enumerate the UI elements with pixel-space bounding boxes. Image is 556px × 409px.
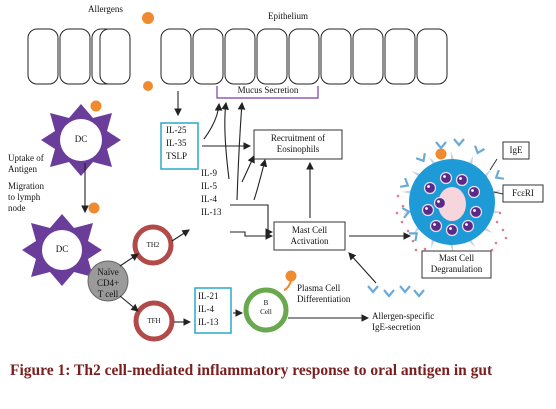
released-granules xyxy=(395,194,508,252)
epithelial-cell xyxy=(416,28,448,85)
cytokine-mid-3: IL-13 xyxy=(201,207,222,217)
mucus-bracket xyxy=(216,86,319,99)
b-cell-label: B Cell xyxy=(260,299,272,316)
epithelial-cell xyxy=(384,28,416,85)
ige-receptors xyxy=(399,138,505,242)
ige-label: IgE xyxy=(509,145,523,155)
recruitment-box xyxy=(253,129,343,160)
epithelial-cell xyxy=(224,28,256,85)
cytokine-mid-2: IL-4 xyxy=(201,194,217,204)
dc-top-label: DC xyxy=(74,134,88,144)
degranulation-box xyxy=(421,250,492,279)
th2-cell xyxy=(132,224,174,266)
cytokine-low-2: IL-13 xyxy=(198,317,219,327)
ige-label-box xyxy=(502,141,530,160)
epithelial-cell xyxy=(352,28,384,85)
epithelial-cell xyxy=(59,28,91,85)
cytokine-mid-0: IL-9 xyxy=(201,168,217,178)
flow-arrows xyxy=(81,91,412,326)
recruitment-label: Recruitment of Eosinophils xyxy=(270,133,326,154)
dc-top-nucleus xyxy=(60,119,102,161)
naive-label: Naïve CD4+ T cell xyxy=(96,267,120,299)
b-cell xyxy=(243,287,289,333)
free-ige-molecules xyxy=(367,285,425,298)
allergen-dot xyxy=(435,148,447,160)
allergen-dot xyxy=(142,12,154,24)
migration-label: Migration to lymph node xyxy=(8,181,44,213)
cytokine-top-1: IL-35 xyxy=(166,138,187,148)
allergen-ige-label: Allergen-specific IgE-secretion xyxy=(372,311,435,332)
mast-cell xyxy=(402,151,502,253)
tfh-label: TFH xyxy=(147,317,161,325)
allergen-dot xyxy=(143,81,153,91)
cytokine-mid-1: IL-5 xyxy=(201,181,217,191)
fceri-label: FcεRI xyxy=(512,188,534,198)
th2-label: TH2 xyxy=(146,241,160,249)
dc-bottom-label: DC xyxy=(55,244,69,254)
figure-caption: Figure 1: Th2 cell-mediated inflammatory… xyxy=(10,362,493,379)
epithelial-cell xyxy=(27,28,59,85)
cytokine-low-1: IL-4 xyxy=(198,304,214,314)
cytokine-top-2: TSLP xyxy=(166,151,188,161)
cytokine-top-0: IL-25 xyxy=(166,125,187,135)
epithelial-cell xyxy=(320,28,352,85)
epithelial-cell xyxy=(256,28,288,85)
allergens-label: Allergens xyxy=(88,4,123,14)
mast-activation-label: Mast Cell Activation xyxy=(290,225,329,246)
epithelial-cell xyxy=(192,28,224,85)
mast-activation-box xyxy=(273,221,346,251)
naive-t-cell xyxy=(87,260,129,302)
cytokine-low-0: IL-21 xyxy=(198,291,219,301)
epithelial-cell xyxy=(160,28,192,85)
epithelium-label: Epithelium xyxy=(268,11,308,21)
dc-bottom-nucleus xyxy=(42,230,82,270)
tfh-cell xyxy=(133,300,175,342)
plasma-diff-label: Plasma Cell Differentiation xyxy=(297,283,351,304)
allergen-dot xyxy=(285,270,297,282)
mucus-secretion-label: Mucus Secretion xyxy=(237,85,299,95)
allergen-dot xyxy=(90,100,102,112)
diagram-canvas xyxy=(22,12,544,342)
allergen-dot xyxy=(88,202,100,214)
allergen-stalk xyxy=(283,280,292,291)
uptake-antigen-label: Uptake of Antigen xyxy=(8,153,44,174)
degranulation-label: Mast Cell Degranulation xyxy=(430,253,483,274)
cytokine-box-top xyxy=(160,122,199,170)
epithelial-cell xyxy=(288,28,320,85)
epithelium-layer xyxy=(27,28,448,85)
cytokine-box-low xyxy=(194,287,232,334)
epithelial-cell xyxy=(99,28,131,85)
